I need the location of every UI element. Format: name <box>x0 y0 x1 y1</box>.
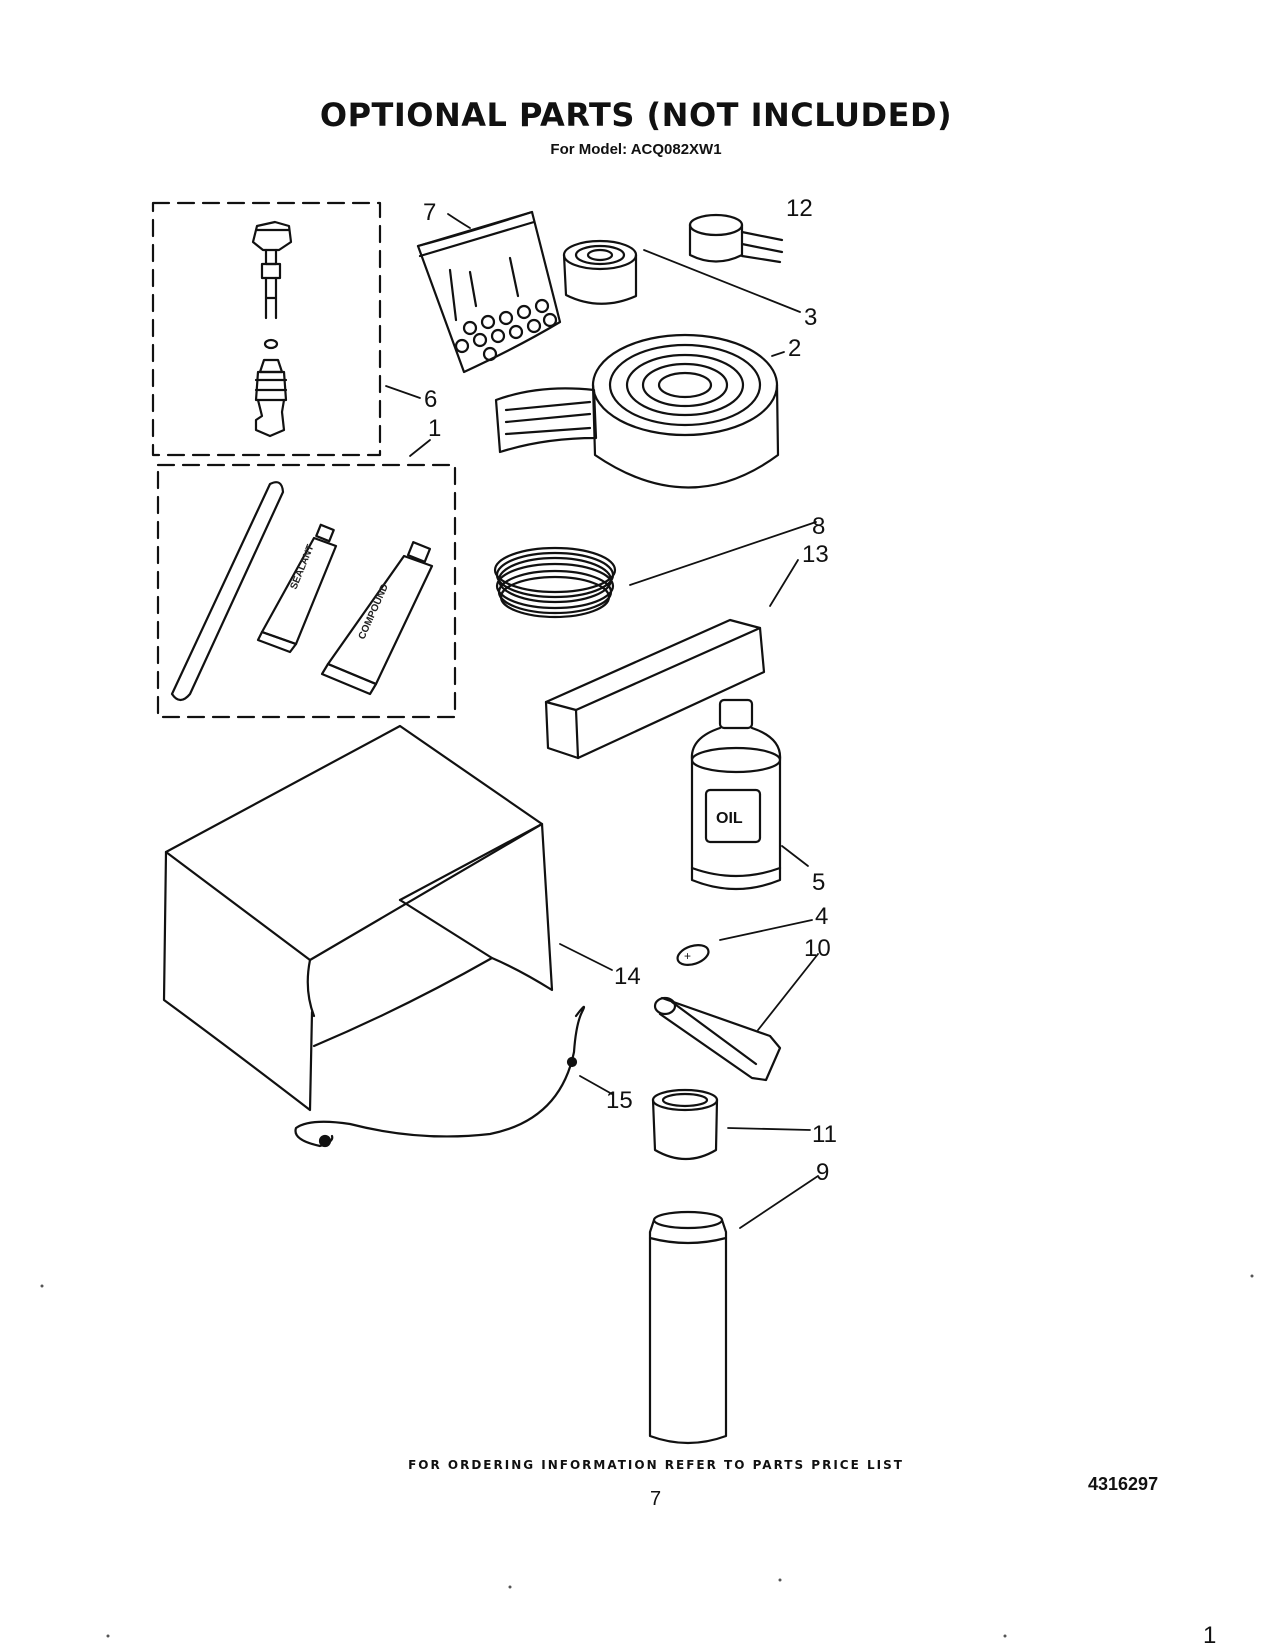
corner-mark: 1 <box>1203 1622 1217 1649</box>
oil-bottle-drawing: OIL <box>690 698 782 891</box>
tape-roll-12-drawing <box>688 213 784 264</box>
drain-hose-coil-drawing <box>493 546 617 619</box>
callout-9: 9 <box>816 1159 829 1186</box>
callout-11: 11 <box>812 1121 837 1148</box>
svg-text:+: + <box>684 949 691 963</box>
insulation-tape-coil-drawing <box>494 333 780 489</box>
page-title: OPTIONAL PARTS (NOT INCLUDED) <box>319 96 953 134</box>
document-number: 4316297 <box>1088 1474 1159 1494</box>
callout-6: 6 <box>424 386 437 413</box>
model-subtitle: For Model: ACQ082XW1 <box>550 141 722 158</box>
spray-can-drawing <box>648 1210 728 1445</box>
scan-specks <box>40 1274 1254 1638</box>
elastic-cord-drawing <box>294 1005 586 1148</box>
callout-8: 8 <box>812 513 825 540</box>
callout-4: 4 <box>815 903 828 930</box>
callout-14: 14 <box>614 963 641 990</box>
kit-box-1: SEALANT COMPOUND <box>156 463 457 719</box>
small-sealant-tube-drawing: SEALANT <box>256 523 338 654</box>
tape-roll-small-drawing <box>562 239 638 305</box>
stir-stick-drawing <box>170 481 285 702</box>
service-valve-drawing <box>251 220 293 438</box>
callout-12: 12 <box>786 195 813 222</box>
large-sealant-tube-drawing: COMPOUND <box>320 541 434 696</box>
ordering-info: FOR ORDERING INFORMATION REFER TO PARTS … <box>408 1458 904 1472</box>
leader-lines <box>385 213 819 1229</box>
svg-text:SEALANT: SEALANT <box>289 543 317 591</box>
window-cover-drawing <box>162 724 554 1112</box>
page-number: 7 <box>650 1488 662 1510</box>
touch-up-paint-jar-drawing <box>651 1088 719 1160</box>
kit-box-6 <box>151 201 382 457</box>
screw-bag-drawing <box>416 210 562 374</box>
callout-numbers: 7 12 3 2 6 1 8 13 5 4 10 14 15 11 9 <box>423 195 837 1186</box>
callout-2: 2 <box>788 335 801 362</box>
foam-seal-strip-drawing <box>544 618 766 760</box>
callout-15: 15 <box>606 1087 633 1114</box>
oil-label: OIL <box>716 810 743 827</box>
callout-13: 13 <box>802 541 829 568</box>
grommet-drawing: + <box>676 944 710 966</box>
callout-1: 1 <box>428 415 441 442</box>
callout-10: 10 <box>804 935 831 962</box>
callout-7: 7 <box>423 199 436 226</box>
callout-3: 3 <box>804 304 817 331</box>
callout-5: 5 <box>812 869 825 896</box>
lubricant-tube-drawing <box>653 996 782 1082</box>
svg-text:COMPOUND: COMPOUND <box>357 582 391 641</box>
